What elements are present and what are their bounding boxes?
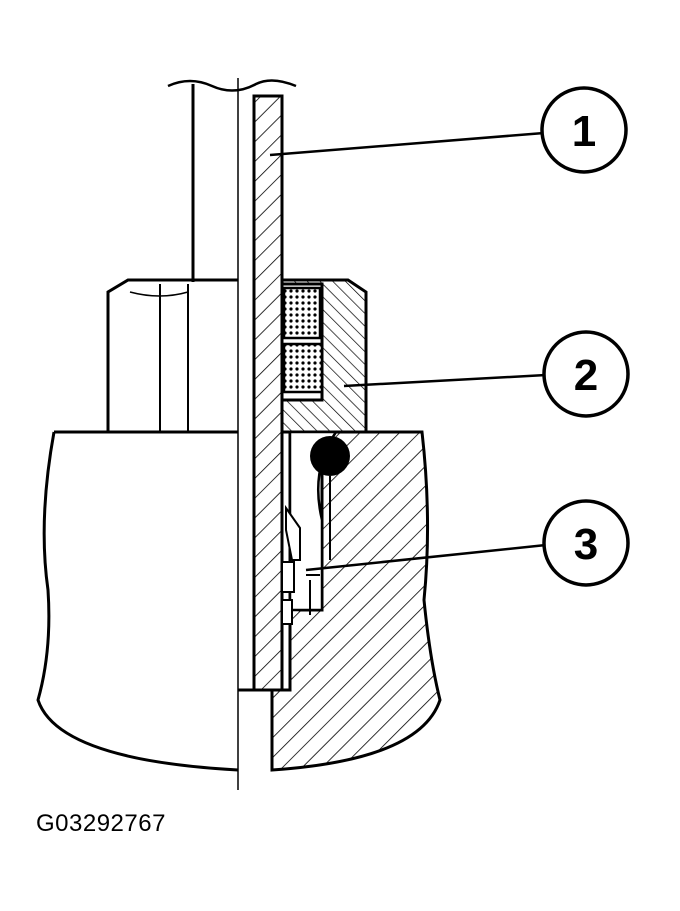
callout-2-label: 2 (574, 351, 598, 400)
leader-lines (269, 131, 547, 572)
shaft (167, 78, 297, 790)
sleeve-section (252, 94, 284, 692)
callout-3: 3 (542, 499, 630, 587)
housing-body (36, 430, 239, 772)
nut-section (280, 278, 368, 434)
callout-3-label: 3 (574, 520, 598, 569)
callout-1: 1 (540, 86, 628, 174)
callout-2: 2 (542, 330, 630, 418)
ball-valve (281, 436, 350, 625)
figure-id: G03292767 (36, 810, 166, 837)
hex-nut (106, 278, 238, 432)
housing-section (238, 430, 442, 772)
seal-cross-section-diagram: 1 2 3 (36, 78, 630, 790)
callout-1-label: 1 (572, 107, 596, 156)
